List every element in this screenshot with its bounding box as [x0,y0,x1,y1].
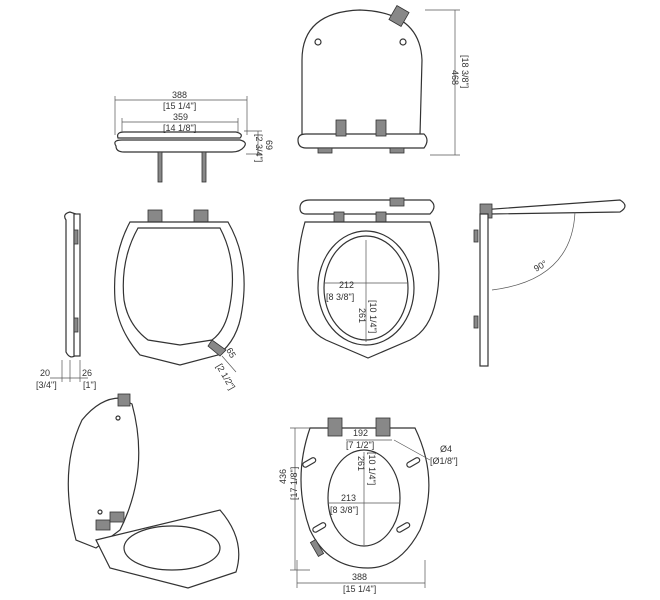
perspective-view [67,393,240,589]
dim-bottom-open-width: 213 [341,493,356,503]
dim-top-height-in: [18 3/8"] [460,55,470,88]
dim-bottom-length: 436 [278,469,288,484]
dim-side-width: 388 [172,90,187,100]
seat-top-view: 65 [2 1/2"] [114,209,245,391]
dim-bottom-open-length: 261 [356,456,366,471]
dim-profile-a-in: [3/4"] [36,380,57,390]
dim-hinge-spacing-in: [7 1/2"] [346,440,374,450]
dim-open-length: 261 [357,308,367,323]
dim-open-length-in: [10 1/4"] [368,300,378,333]
dim-bottom-width-in: [15 1/4"] [343,584,376,594]
dim-top-height: 468 [450,70,460,85]
dim-side-inner: 359 [173,112,188,122]
dim-bottom-width: 388 [352,572,367,582]
dim-bottom-open-length-in: [10 1/4"] [367,452,377,485]
dim-side-width-in: [15 1/4"] [163,101,196,111]
dim-bottom-open-width-in: [8 3/8"] [330,505,358,515]
seat-opening-view: 212 [8 3/8"] 261 [10 1/4"] [297,197,440,359]
dim-hole: Ø4 [440,444,452,454]
lid-back-view: 468 [18 3/8"] [297,5,470,156]
bottom-view: 192 [7 1/2"] Ø4 [Ø1/8"] 261 [10 1/4"] 21… [278,417,458,594]
dim-angle: 90° [532,258,549,274]
dim-profile-a: 20 [40,368,50,378]
dim-hole-in: [Ø1/8"] [430,456,458,466]
dim-profile-b: 26 [82,368,92,378]
dim-open-width-in: [8 3/8"] [326,292,354,302]
dim-side-inner-in: [14 1/8"] [163,123,196,133]
dim-hinge-pad: 65 [224,346,238,360]
dim-profile-b-in: [1"] [83,380,96,390]
side-view: 388 [15 1/4"] 359 [14 1/8"] 69 [2 3/4"] [114,90,274,183]
dim-open-width: 212 [339,280,354,290]
dim-side-height: 69 [264,140,274,150]
open-angle-view: 90° [473,199,626,367]
profile-view: 20 [3/4"] 26 [1"] [36,211,96,390]
dim-hinge-pad-in: [2 1/2"] [214,362,237,391]
dim-hinge-spacing: 192 [353,428,368,438]
dim-bottom-length-in: [17 1/8"] [289,467,299,500]
dim-side-height-in: [2 3/4"] [254,134,264,162]
